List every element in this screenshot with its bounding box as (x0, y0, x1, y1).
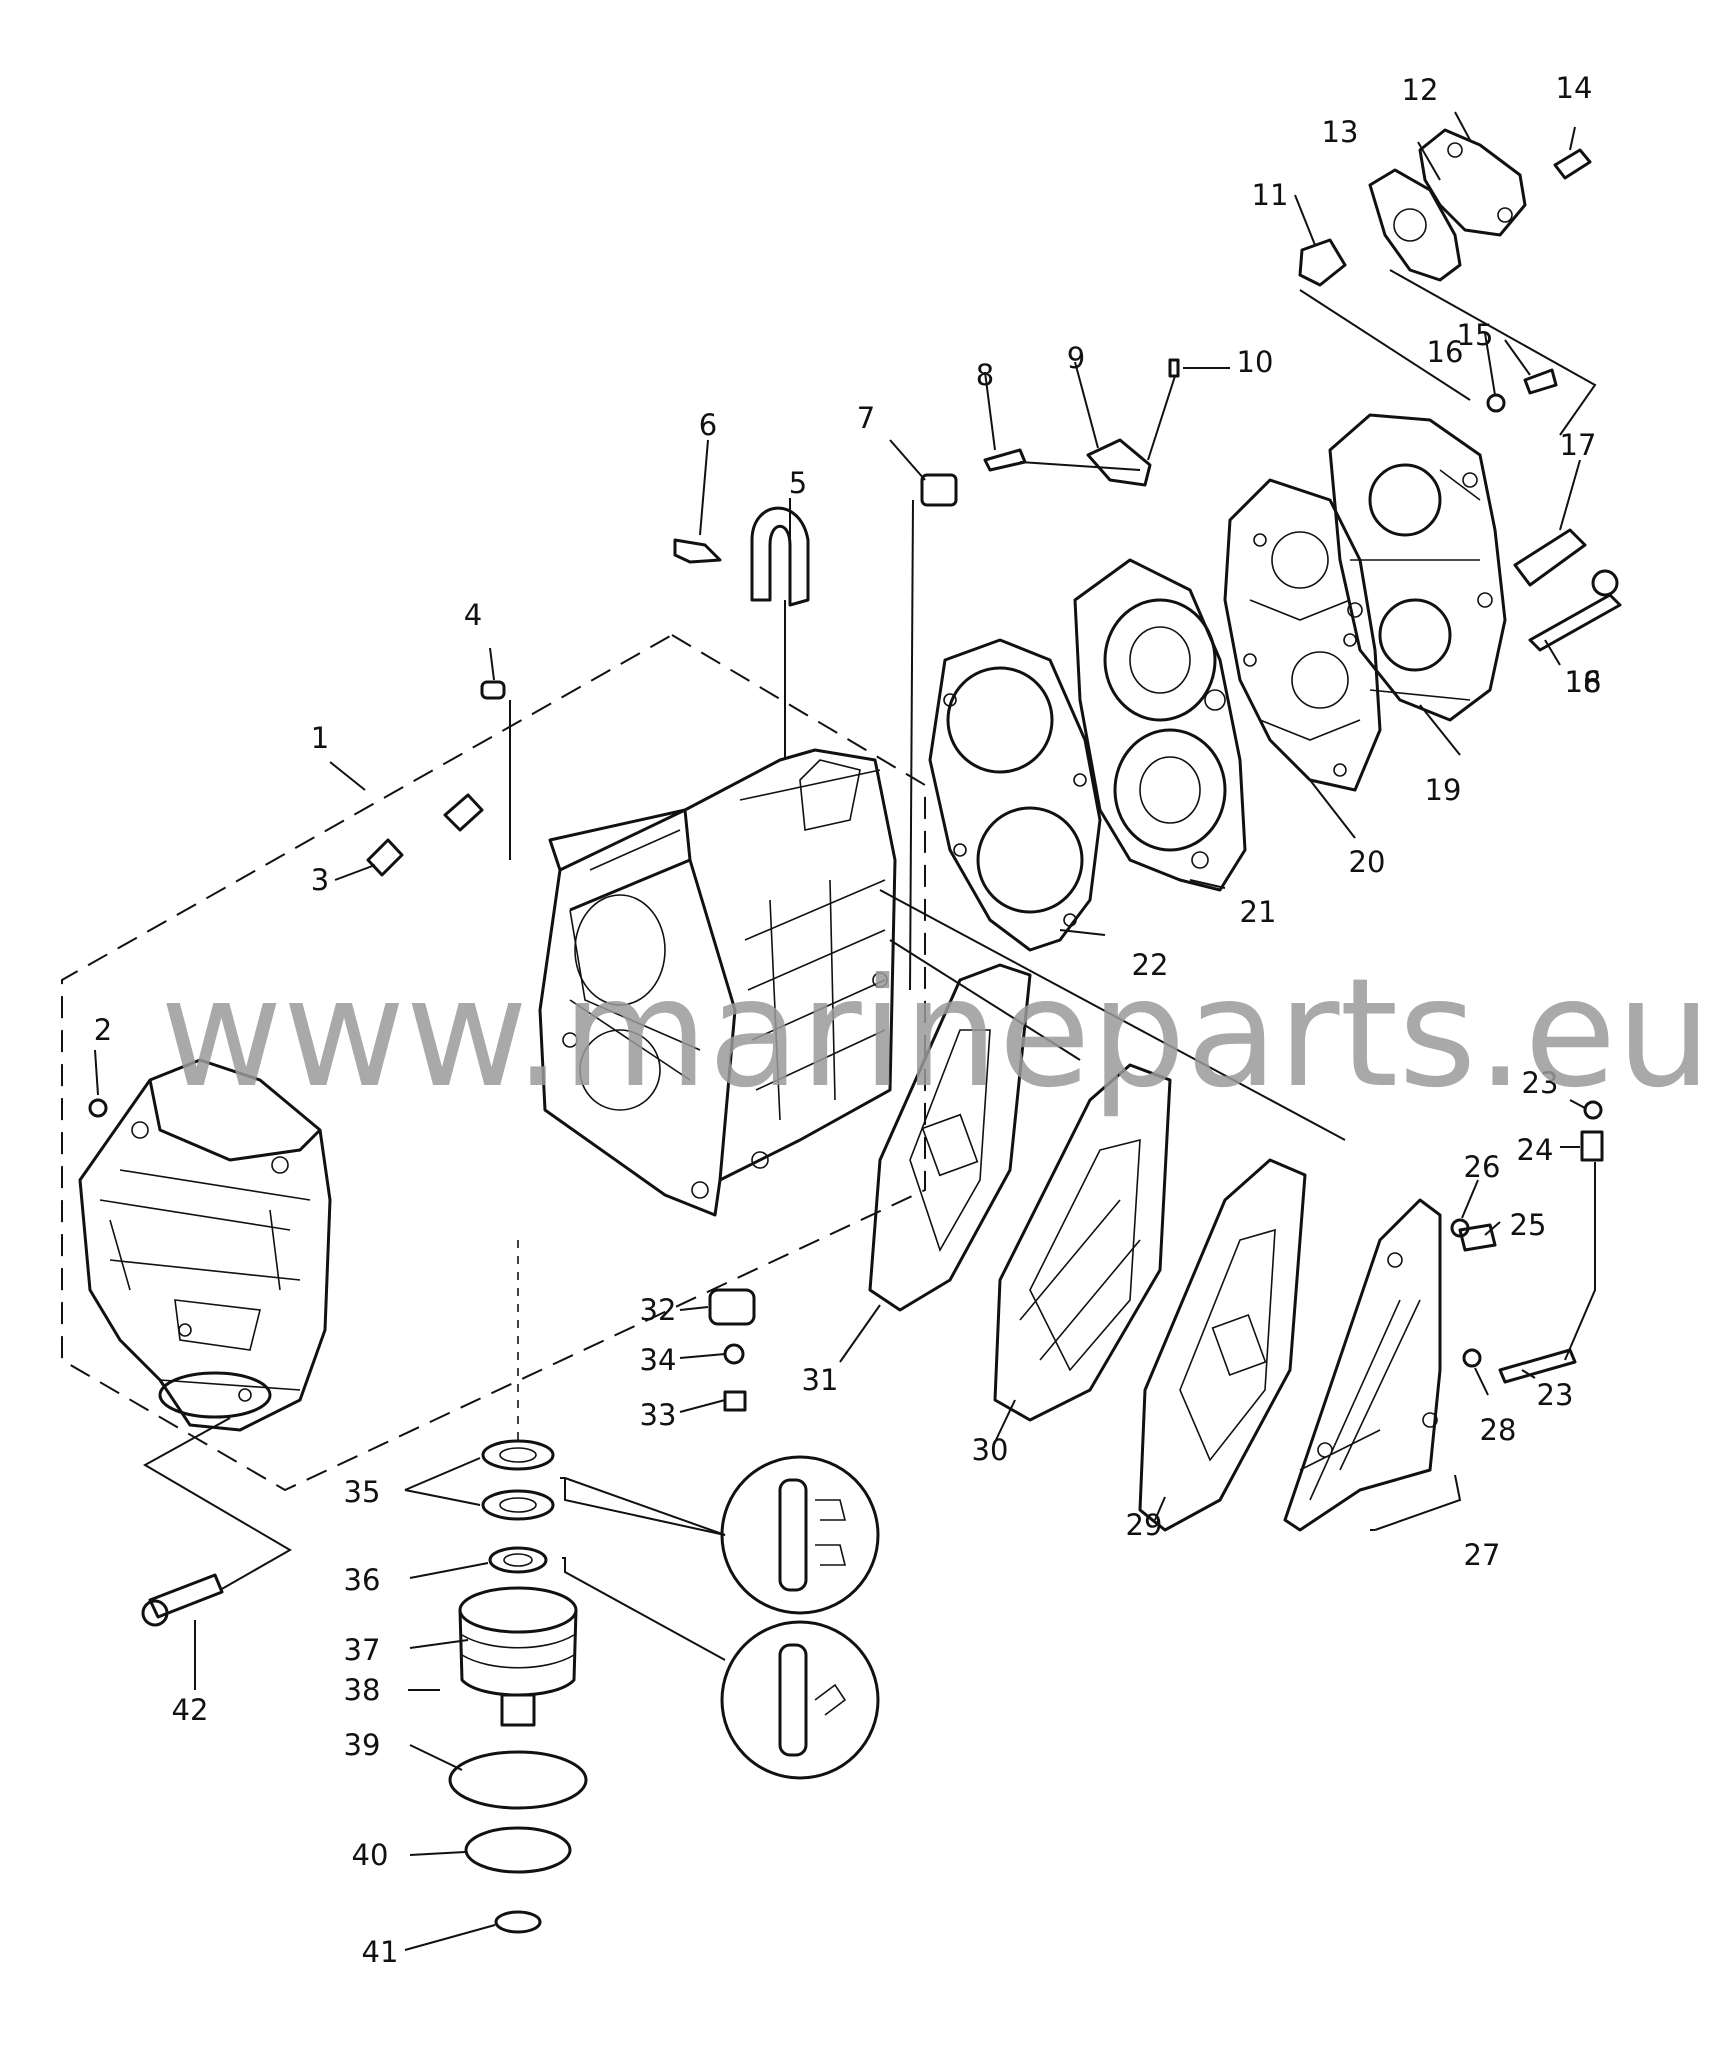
hose-part-5 (750, 506, 810, 607)
cylinder-head-part (1073, 558, 1247, 892)
callout-36: 36 (344, 1563, 381, 1597)
callout-34: 34 (640, 1343, 677, 1377)
callout-40: 40 (352, 1838, 389, 1872)
sensor-part-17 (1513, 528, 1587, 587)
dowel-pin-part (480, 680, 506, 700)
callout-8: 8 (976, 358, 994, 392)
detail-circle-upper (720, 1455, 880, 1615)
exhaust-outer-gasket-part (1138, 1158, 1307, 1532)
callout-41: 41 (362, 1935, 399, 1969)
callout-20: 20 (1349, 845, 1386, 879)
piston-assembly (448, 1240, 588, 1934)
callout-18: 18 (1565, 665, 1602, 699)
bolt-part-14 (1553, 148, 1592, 180)
plug-part-3b (443, 793, 484, 832)
callout-28: 28 (1480, 1413, 1517, 1447)
thermostat-cover-part (1368, 128, 1527, 282)
plug-part-3 (366, 838, 404, 877)
callout-19: 19 (1425, 773, 1462, 807)
callout-38: 38 (344, 1673, 381, 1707)
callout-32: 32 (640, 1293, 677, 1327)
head-gasket-part (928, 638, 1102, 952)
pin-part-2 (88, 1098, 108, 1118)
sender-part-11 (1298, 238, 1347, 287)
bracket-part-9 (1086, 438, 1152, 487)
callout-6: 6 (699, 408, 717, 442)
assembly-outline (61, 634, 926, 1492)
bolt-head-part-18 (1591, 569, 1619, 597)
callout-39: 39 (344, 1728, 381, 1762)
exhaust-gasket-inner-part (868, 963, 1032, 1312)
callout-labels: 1 2 3 4 5 6 7 8 9 10 11 12 13 14 15 16 1… (94, 71, 1602, 1969)
crankcase-part (78, 1058, 332, 1432)
callout-15: 15 (1457, 318, 1494, 352)
pin-part-10 (1168, 358, 1180, 378)
callout-24: 24 (1517, 1133, 1554, 1167)
bolt-part-25 (1458, 1223, 1497, 1252)
head-cover-gasket-part (1223, 478, 1382, 792)
callout-7: 7 (857, 401, 875, 435)
exhaust-outer-cover-part (1283, 1198, 1442, 1532)
callout-42: 42 (172, 1693, 209, 1727)
callout-14: 14 (1556, 71, 1593, 105)
callout-35: 35 (344, 1475, 381, 1509)
cap-part-7 (920, 473, 958, 507)
plug-part-28 (1462, 1348, 1482, 1368)
callout-21: 21 (1240, 895, 1277, 929)
callout-10: 10 (1237, 345, 1274, 379)
callout-9: 9 (1067, 341, 1085, 375)
callout-16b: 16 (1565, 665, 1602, 699)
callout-16: 16 (1427, 335, 1464, 369)
washer-part-26 (1450, 1218, 1470, 1238)
callout-12: 12 (1402, 73, 1439, 107)
callout-31: 31 (802, 1363, 839, 1397)
callout-27: 27 (1464, 1538, 1501, 1572)
detail-circle-lower (720, 1620, 880, 1780)
callout-1: 1 (311, 721, 329, 755)
grommet-part-32 (708, 1288, 756, 1326)
callout-11: 11 (1252, 178, 1289, 212)
callout-29: 29 (1126, 1508, 1163, 1542)
bolt-part-6 (673, 538, 722, 564)
callout-33: 33 (640, 1398, 677, 1432)
callout-17: 17 (1560, 428, 1597, 462)
callout-37: 37 (344, 1633, 381, 1667)
leader-lines (94, 111, 1597, 1951)
bolt-part-15 (1523, 368, 1558, 395)
watermark-text: www.marineparts.eu (160, 947, 1712, 1121)
cylinder-block-part (538, 748, 897, 1217)
bolt-head-part-42 (141, 1599, 169, 1627)
callout-13: 13 (1322, 115, 1359, 149)
callout-4: 4 (464, 598, 482, 632)
plug-part-23a (1583, 1100, 1603, 1120)
callout-25: 25 (1510, 1208, 1547, 1242)
callout-22: 22 (1132, 948, 1169, 982)
exhaust-inner-cover-part (993, 1063, 1172, 1422)
head-cover-part (1328, 413, 1507, 722)
bolt-part-33 (723, 1390, 747, 1412)
cap-part-24 (1580, 1130, 1604, 1162)
bolt-part-18 (1528, 593, 1622, 652)
bolt-part-42 (148, 1573, 224, 1619)
callout-30: 30 (972, 1433, 1009, 1467)
callout-23b: 23 (1537, 1378, 1574, 1412)
callout-2: 2 (94, 1013, 112, 1047)
washer-part-16 (1486, 393, 1506, 413)
hose-part-23b (1498, 1348, 1577, 1384)
washer-part-34 (723, 1343, 745, 1365)
callout-3: 3 (311, 863, 329, 897)
bolt-part-8 (983, 448, 1027, 472)
callout-26: 26 (1464, 1150, 1501, 1184)
callout-5: 5 (789, 466, 807, 500)
callout-23a: 23 (1522, 1066, 1559, 1100)
